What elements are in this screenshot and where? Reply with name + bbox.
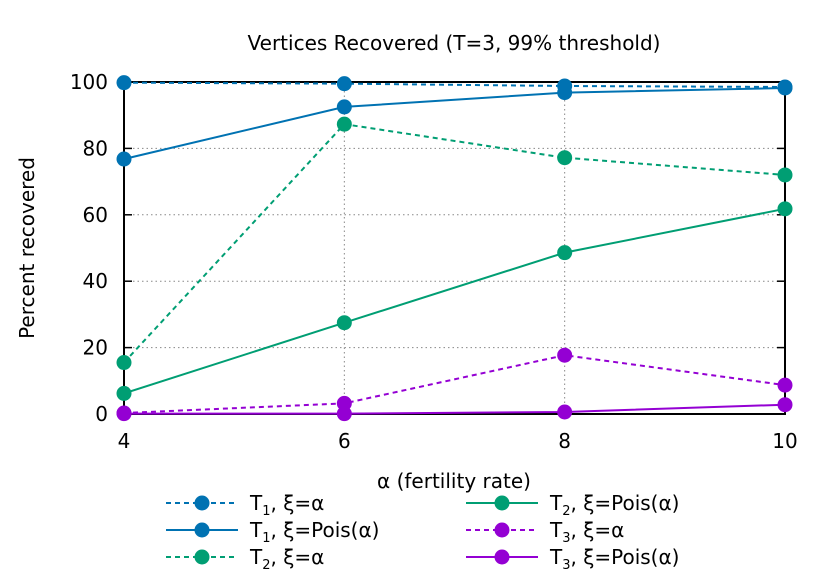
data-point xyxy=(557,404,573,420)
data-point xyxy=(777,167,793,183)
series-6 xyxy=(116,397,793,422)
data-point xyxy=(116,385,132,401)
legend-swatch-marker xyxy=(194,495,210,511)
y-tick-label: 60 xyxy=(83,203,108,227)
y-tick-label: 80 xyxy=(83,136,108,160)
legend-label: T2, ξ=Pois(α) xyxy=(549,491,679,519)
legend-item-3: T2, ξ=α xyxy=(166,545,324,573)
legend-label: T1, ξ=Pois(α) xyxy=(249,518,379,546)
series-2 xyxy=(116,80,793,167)
data-point xyxy=(777,80,793,96)
legend-item-4: T2, ξ=Pois(α) xyxy=(466,491,679,519)
legend-swatch-marker xyxy=(494,549,510,565)
data-point xyxy=(777,377,793,393)
y-axis-label: Percent recovered xyxy=(15,157,39,339)
x-tick-label: 8 xyxy=(558,429,571,453)
series-layer xyxy=(116,75,793,422)
data-point xyxy=(336,406,352,422)
data-point xyxy=(116,151,132,167)
data-point xyxy=(336,99,352,115)
series-5 xyxy=(116,347,793,421)
grid-lines xyxy=(124,82,785,414)
data-point xyxy=(777,201,793,217)
data-point xyxy=(116,406,132,422)
series-line xyxy=(124,403,786,415)
data-point xyxy=(116,75,132,91)
y-axis-ticks: 0 20 40 60 80 100 xyxy=(70,70,785,426)
series-line xyxy=(123,354,786,415)
data-point xyxy=(336,315,352,331)
chart-title: Vertices Recovered (T=3, 99% threshold) xyxy=(248,31,661,55)
legend-item-2: T1, ξ=Pois(α) xyxy=(166,518,379,546)
legend-item-5: T3, ξ=α xyxy=(466,518,624,546)
data-point xyxy=(557,347,573,363)
data-point xyxy=(336,76,352,92)
series-line xyxy=(123,207,786,395)
y-tick-label: 20 xyxy=(83,336,108,360)
legend-item-1: T1, ξ=α xyxy=(166,491,324,519)
plot-frame xyxy=(123,81,786,415)
y-tick-label: 40 xyxy=(83,269,108,293)
legend-swatch-marker xyxy=(194,549,210,565)
series-1 xyxy=(116,75,793,95)
x-tick-label: 6 xyxy=(338,429,351,453)
legend-label: T2, ξ=α xyxy=(249,545,324,573)
data-point xyxy=(336,395,352,411)
x-axis-ticks: 4 6 8 10 xyxy=(118,82,798,453)
series-3 xyxy=(116,116,793,371)
series-line xyxy=(123,123,786,364)
legend-swatch-marker xyxy=(494,495,510,511)
series-line xyxy=(123,81,786,88)
y-tick-label: 0 xyxy=(95,402,108,426)
x-axis-label: α (fertility rate) xyxy=(377,469,531,493)
legend-swatch-marker xyxy=(194,522,210,538)
data-point xyxy=(336,116,352,132)
legend-item-6: T3, ξ=Pois(α) xyxy=(466,545,679,573)
data-point xyxy=(557,85,573,101)
legend: T1, ξ=αT1, ξ=Pois(α)T2, ξ=α T2, ξ=Pois(α)… xyxy=(166,491,679,573)
legend-label: T3, ξ=α xyxy=(549,518,624,546)
data-point xyxy=(557,245,573,261)
data-point xyxy=(777,397,793,413)
series-4 xyxy=(116,201,793,401)
legend-label: T3, ξ=Pois(α) xyxy=(549,545,679,573)
legend-label: T1, ξ=α xyxy=(249,491,324,519)
series-line xyxy=(123,86,786,160)
x-tick-label: 4 xyxy=(118,429,131,453)
data-point xyxy=(557,150,573,166)
data-point xyxy=(116,355,132,371)
legend-swatch-marker xyxy=(494,522,510,538)
y-tick-label: 100 xyxy=(70,70,108,94)
x-tick-label: 10 xyxy=(772,429,797,453)
